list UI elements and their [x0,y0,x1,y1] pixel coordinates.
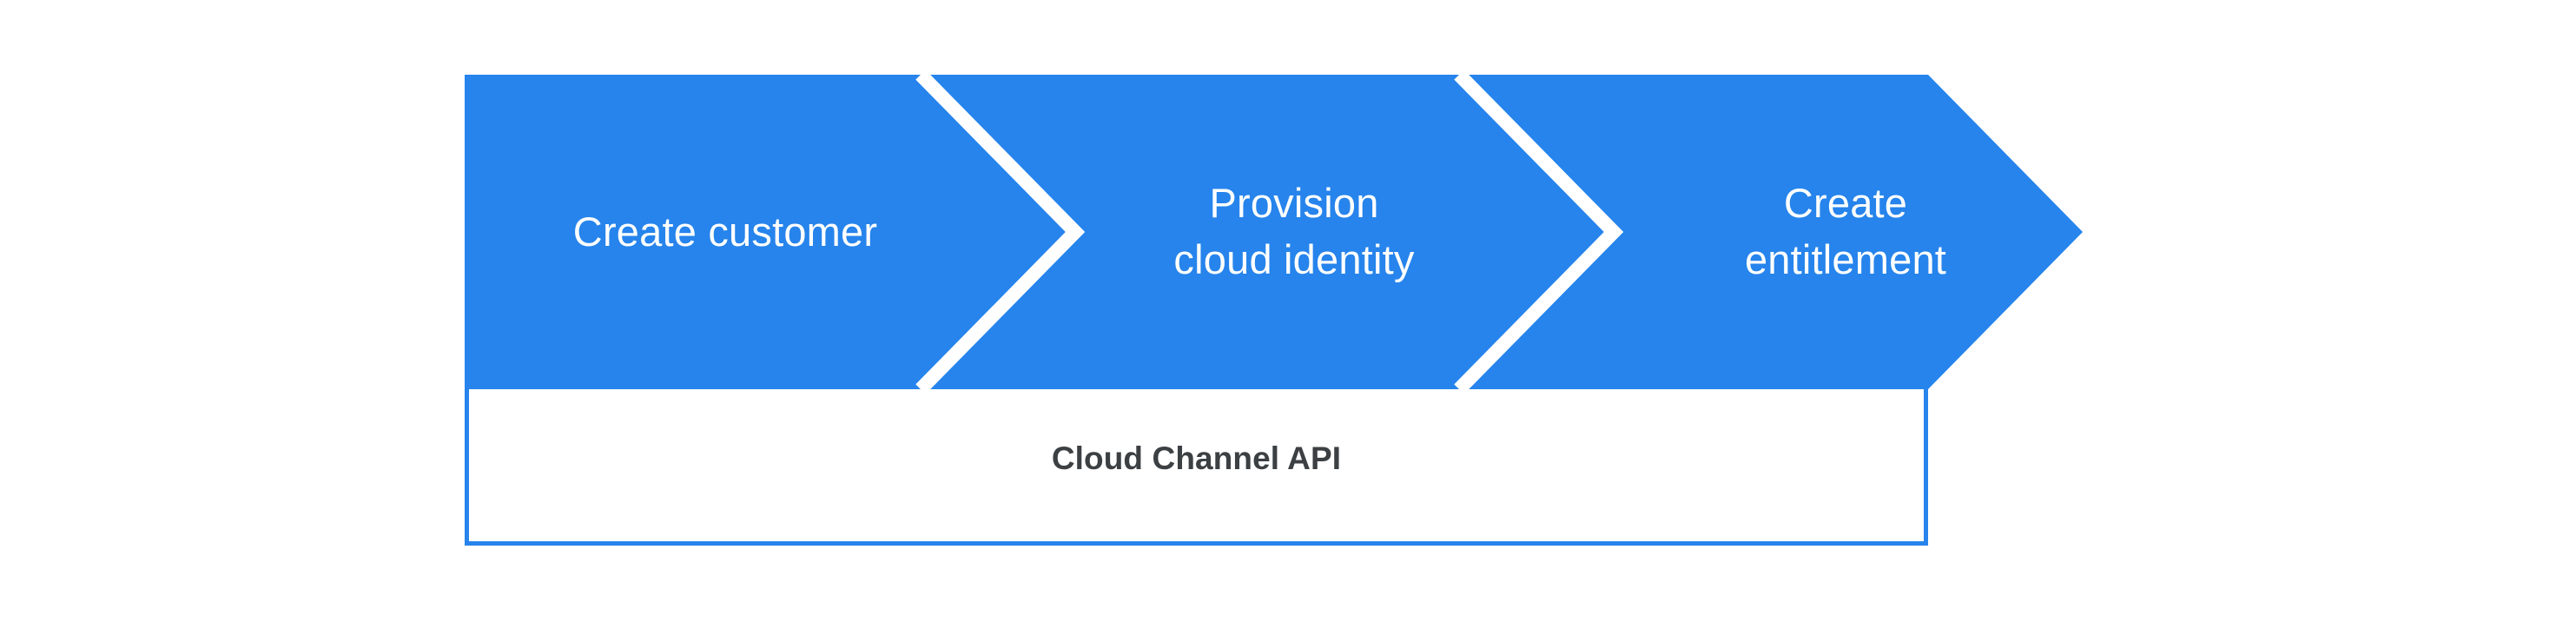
chevron-band-svg [465,70,2083,394]
chevron-divider-1 [915,70,1086,394]
chevron-divider-2 [1454,70,1624,394]
process-chevron-band [465,70,2083,394]
cloud-channel-api-label: Cloud Channel API [1051,440,1342,476]
cloud-channel-api-bar: Cloud Channel API [465,389,1928,546]
chevron-band-shape [465,75,2083,389]
